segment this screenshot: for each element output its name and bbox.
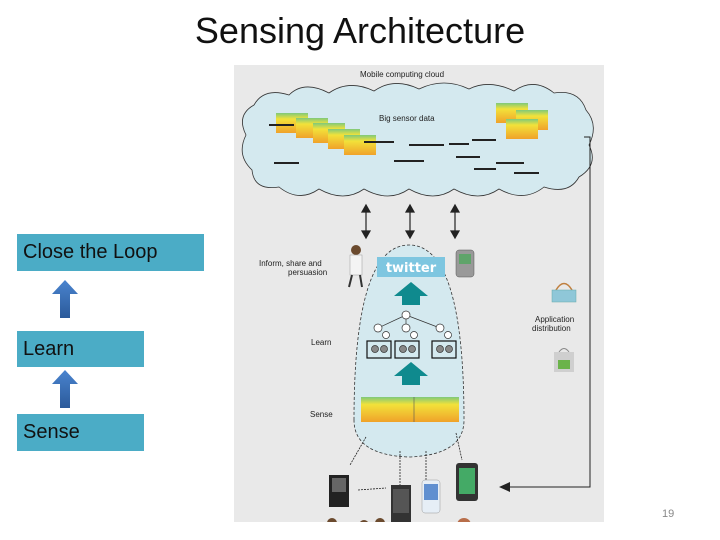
app-dist-line2: distribution (532, 324, 571, 333)
phone-device-icon (456, 463, 478, 501)
doctor-icon (348, 245, 363, 288)
up-arrow-icon (52, 280, 78, 318)
learning-network-graph (366, 310, 457, 359)
architecture-figure: twitter (234, 65, 604, 522)
figure-graphics: twitter (241, 82, 594, 522)
phone-device-icon (391, 485, 411, 522)
phone-device-icon (329, 475, 349, 507)
step-sense: Sense (17, 414, 144, 451)
shopping-basket-icon (551, 282, 577, 303)
spectrogram-tiles-left (276, 113, 376, 155)
cloud-label: Big sensor data (379, 114, 435, 123)
step-close-the-loop: Close the Loop (17, 234, 204, 271)
step-label: Close the Loop (23, 241, 158, 263)
spectrogram-tiles-right (496, 103, 548, 139)
step-label: Sense (23, 421, 80, 443)
cloud-link-arrows (360, 203, 461, 240)
teal-up-arrow-icon (394, 362, 428, 385)
people-icons (327, 518, 471, 522)
android-market-bag-icon (554, 348, 574, 372)
mobile-phone-icon (455, 249, 475, 278)
phone-device-icon (421, 479, 441, 514)
up-arrow-icon (52, 370, 78, 408)
slide-title: Sensing Architecture (194, 10, 526, 51)
page-number: 19 (662, 508, 675, 520)
sense-spectrogram (361, 397, 459, 422)
feedback-loop-line (506, 136, 591, 488)
teal-up-arrow-icon (394, 282, 428, 305)
inform-label-line1: Inform, share and (259, 259, 322, 268)
step-label: Learn (23, 337, 75, 360)
twitter-text: twitter (386, 261, 437, 276)
waveforms (269, 124, 539, 174)
twitter-logo (377, 257, 445, 277)
learn-label: Learn (311, 338, 332, 347)
step-learn: Learn (17, 331, 144, 367)
app-dist-line1: Application (535, 315, 575, 324)
feedback-arrowhead (499, 482, 510, 492)
sense-label: Sense (310, 410, 333, 419)
cloud-title: Mobile computing cloud (360, 70, 445, 79)
device-link-arrows (349, 432, 463, 491)
inform-label-line2: persuasion (288, 268, 328, 277)
cloud-shape (241, 82, 594, 197)
